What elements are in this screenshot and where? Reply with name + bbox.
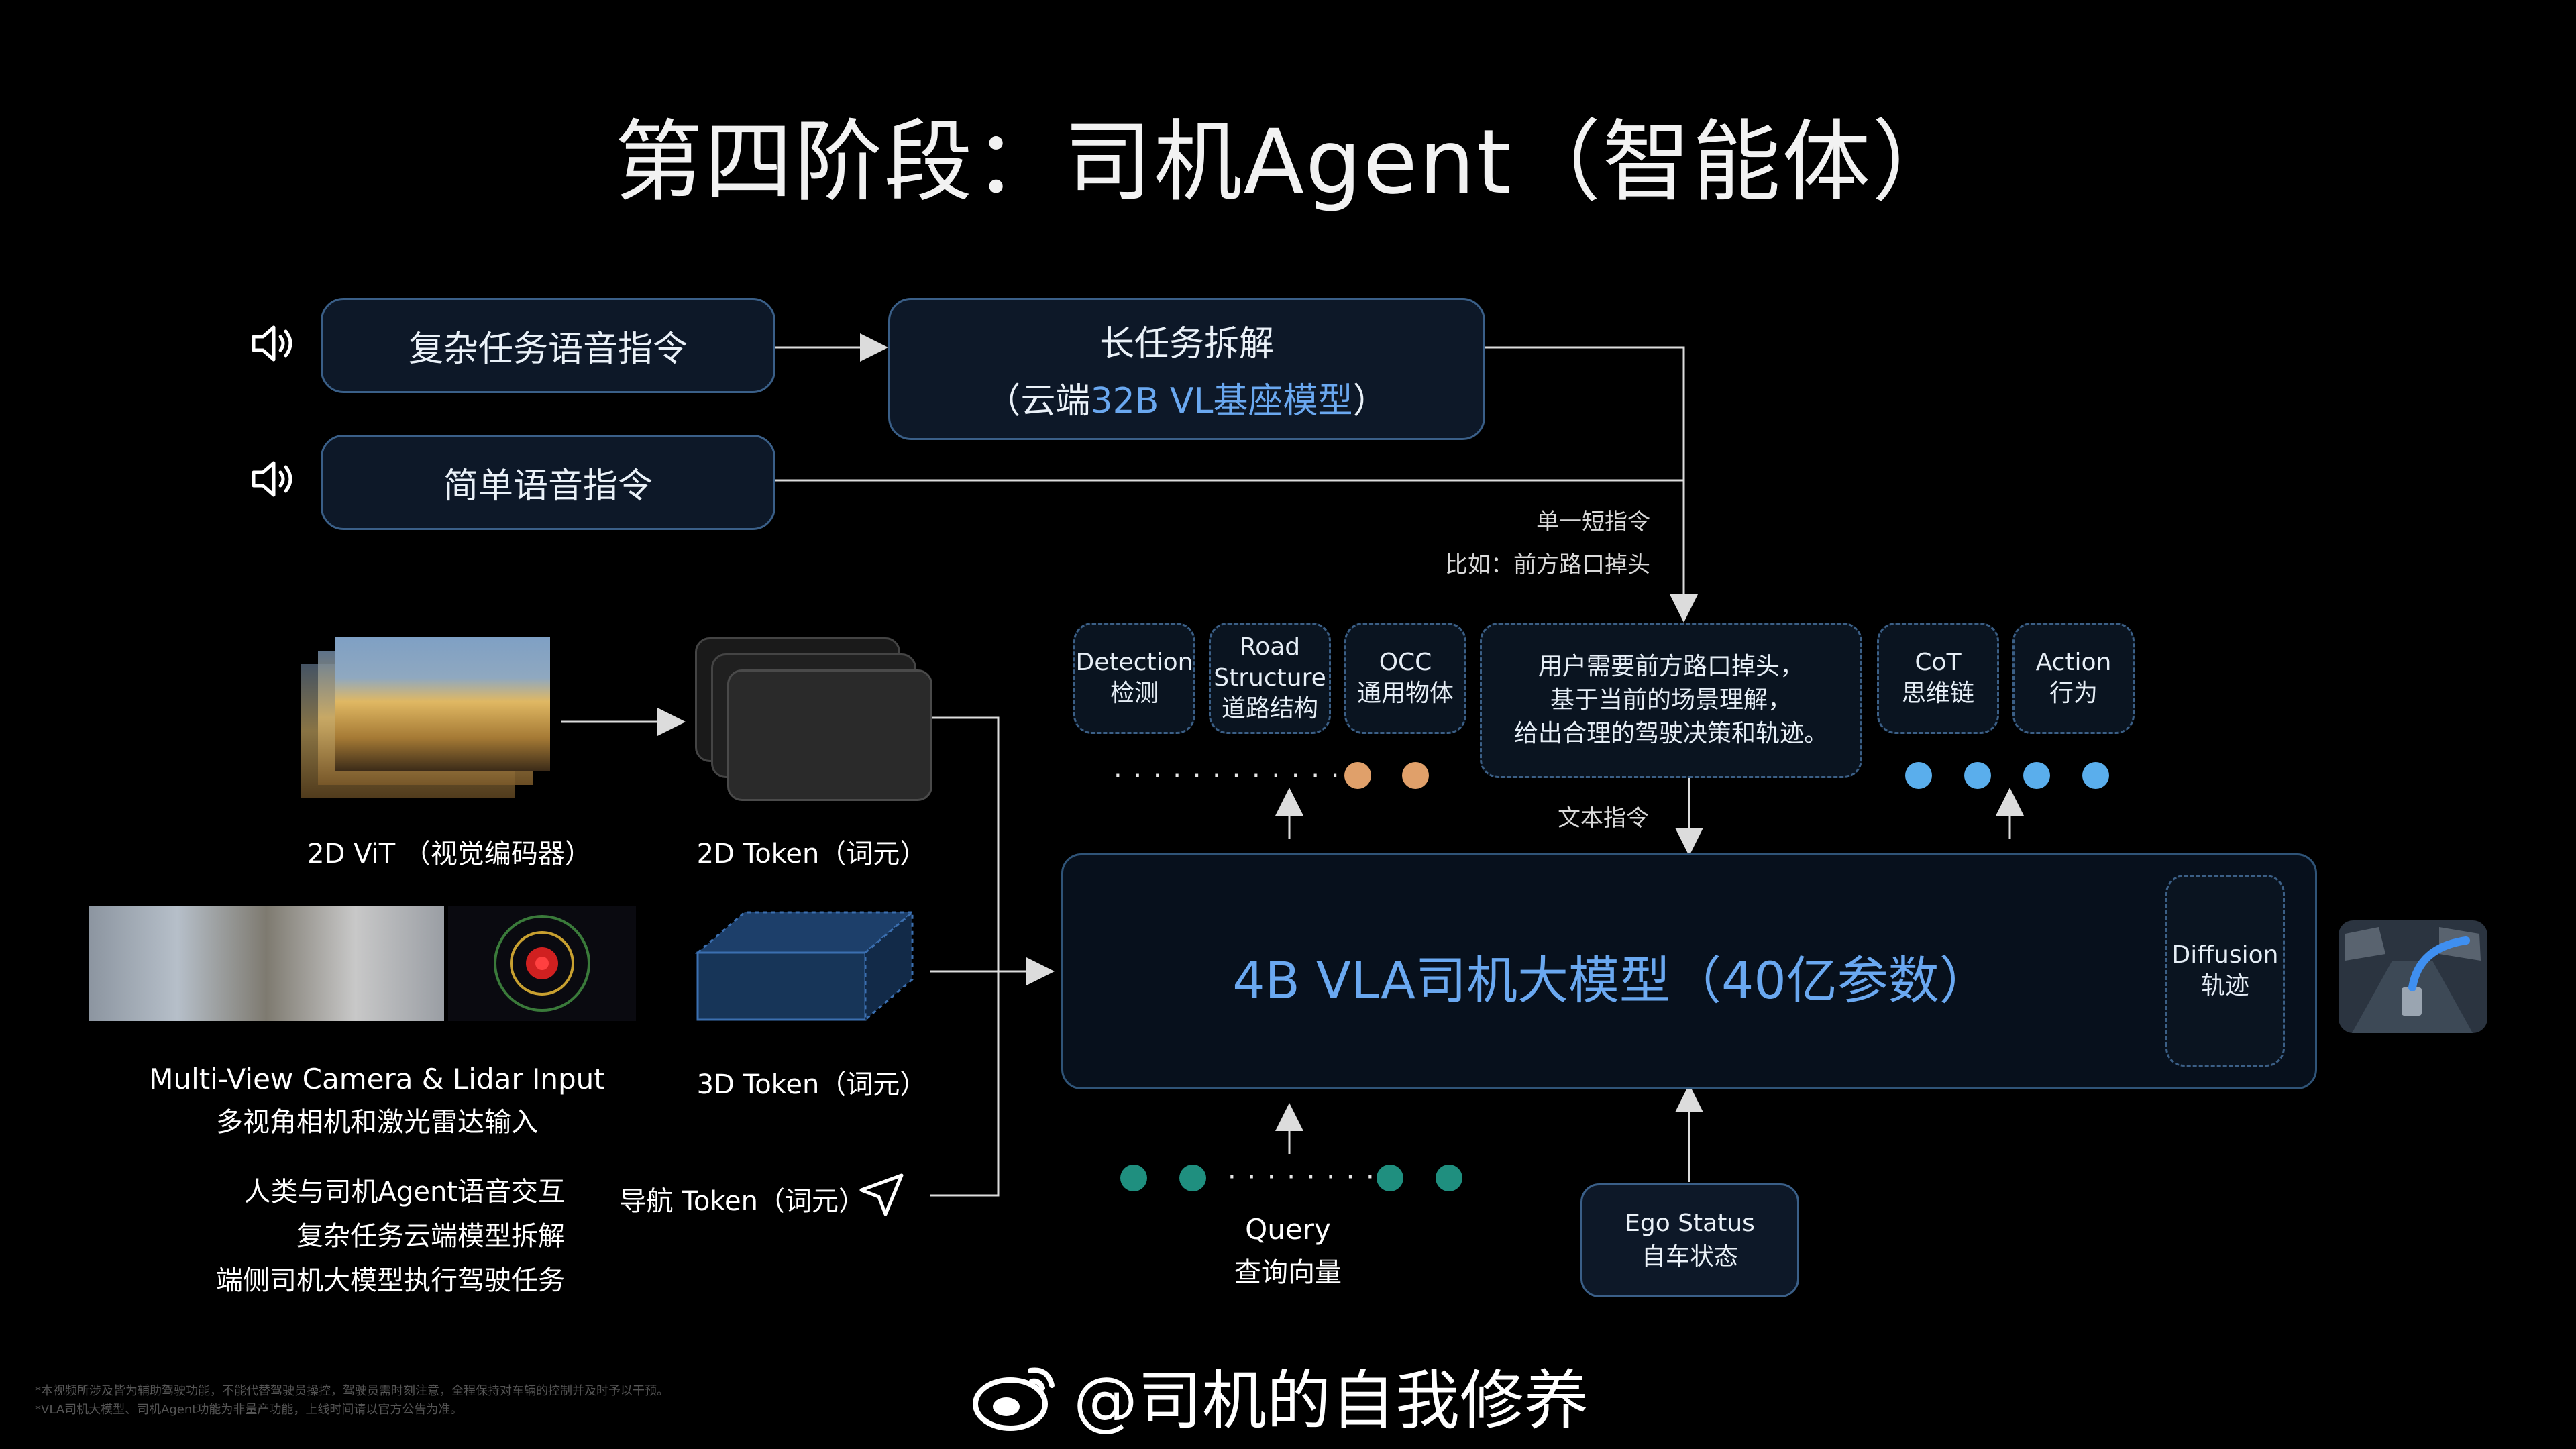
text-instruction-label: 文本指令 — [1558, 805, 1649, 832]
camera-image-front — [335, 637, 550, 771]
token-dot — [1905, 762, 1932, 789]
speaker-icon — [252, 325, 292, 362]
multi-view-camera-images — [89, 906, 444, 1021]
summary-line3: 端侧司机大模型执行驾驶任务 — [216, 1265, 565, 1296]
token-dot — [2023, 762, 2050, 789]
query-label-zh: 查询向量 — [1234, 1257, 1342, 1288]
speaker-icon — [252, 461, 292, 497]
query-dot — [1436, 1165, 1462, 1191]
token-dot — [1964, 762, 1991, 789]
query-ellipsis: · · · · · · · · — [1228, 1162, 1376, 1193]
token-ellipsis: · · · · · · · · · · · · — [1114, 761, 1341, 792]
query-dot — [1120, 1165, 1147, 1191]
simple-voice-label: 简单语音指令 — [443, 466, 653, 506]
vit-label: 2D ViT （视觉编码器） — [307, 839, 592, 869]
watermark: @司机的自我修养 — [973, 1348, 1589, 1442]
token-dot — [2082, 762, 2109, 789]
lidar-image — [448, 906, 636, 1021]
token3d-label: 3D Token（词元） — [696, 1069, 927, 1100]
weibo-logo-icon — [973, 1366, 1055, 1431]
decompose-subtitle: （云端32B VL基座模型） — [985, 381, 1388, 421]
long-task-decompose: 长任务拆解 （云端32B VL基座模型） — [888, 298, 1485, 440]
token2d-front — [727, 669, 932, 801]
watermark-text: @司机的自我修养 — [1073, 1363, 1589, 1438]
input-label-zh: 多视角相机和激光雷达输入 — [216, 1107, 538, 1138]
disclaimer: *本视频所涉及皆为辅助驾驶功能，不能代替驾驶员操控，驾驶员需时刻注意，全程保持对… — [35, 1384, 669, 1417]
vla-model-label: 4B VLA司机大模型（40亿参数） — [1232, 951, 1990, 1010]
summary-line2: 复杂任务云端模型拆解 — [297, 1221, 565, 1252]
token-dot — [1402, 762, 1429, 789]
short-instruction-line1: 单一短指令 — [1536, 508, 1650, 535]
complex-voice-command: 复杂任务语音指令 — [321, 298, 775, 393]
input-label-en: Multi-View Camera & Lidar Input — [149, 1063, 605, 1095]
summary-line1: 人类与司机Agent语音交互 — [244, 1177, 565, 1208]
short-instruction-line2: 比如：前方路口掉头 — [1445, 551, 1650, 578]
token3d-cube — [694, 910, 916, 1022]
nav-token-label: 导航 Token（词元） — [619, 1186, 865, 1217]
arrow-decompose-to-prompt — [1484, 346, 1698, 623]
query-dot — [1377, 1165, 1403, 1191]
token2d-label: 2D Token（词元） — [696, 839, 927, 869]
query-dot — [1179, 1165, 1206, 1191]
vla-model-box — [1061, 853, 2317, 1089]
query-label-en: Query — [1245, 1213, 1331, 1246]
token-merge-bracket — [930, 716, 1000, 1197]
token-dot — [1344, 762, 1371, 789]
navigation-arrow-icon — [859, 1173, 904, 1216]
complex-voice-label: 复杂任务语音指令 — [408, 329, 688, 370]
page-title: 第四阶段：司机Agent（智能体） — [614, 111, 1962, 214]
decompose-title: 长任务拆解 — [1099, 324, 1274, 364]
text-prompt: 用户需要前方路口掉头，基于当前的场景理解，给出合理的驾驶决策和轨迹。 — [1480, 623, 1862, 778]
simple-voice-command: 简单语音指令 — [321, 435, 775, 530]
trajectory-thumbnail — [2339, 920, 2487, 1033]
